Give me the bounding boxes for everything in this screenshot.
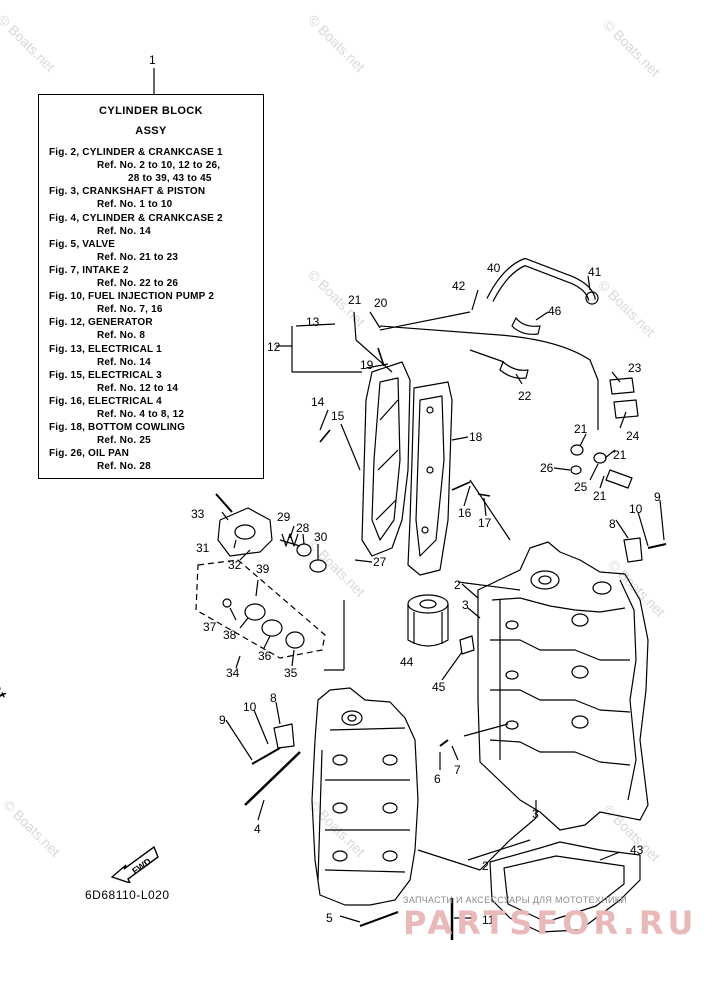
callout-15: 15 (331, 409, 345, 423)
callout-36: 36 (258, 649, 272, 663)
brand-tagline: ЗАПЧАСТИ И АКСЕССУАРЫ ДЛЯ МОТОТЕХНИКИ (403, 895, 628, 905)
callout-8: 8 (270, 691, 277, 705)
callout-10: 10 (243, 700, 257, 714)
callout-8: 8 (609, 517, 616, 531)
reference-line: Fig. 12, GENERATOR (49, 317, 153, 329)
callout-32: 32 (228, 558, 242, 572)
reference-line: Ref. No. 4 to 8, 12 (97, 409, 185, 420)
diagram-code: 6D68110-L020 (85, 888, 170, 902)
callout-39: 39 (256, 562, 270, 576)
callout-30: 30 (314, 530, 328, 544)
callout-35: 35 (284, 666, 298, 680)
callout-3: 3 (462, 598, 469, 612)
reference-line: Fig. 10, FUEL INJECTION PUMP 2 (49, 291, 215, 303)
reference-line: Ref. No. 14 (97, 356, 151, 368)
reference-line: Ref. No. 14 (97, 225, 151, 237)
reference-line: Fig. 26, OIL PAN (49, 448, 130, 460)
callout-29: 29 (277, 510, 291, 524)
callout-27: 27 (373, 555, 387, 569)
fwd-arrow: FWD (110, 843, 160, 888)
callout-40: 40 (487, 261, 501, 275)
reference-line: Fig. 5, VALVE (49, 238, 116, 250)
reference-line: Fig. 7, INTAKE 2 (49, 264, 129, 276)
callout-9: 9 (219, 713, 226, 727)
callout-24: 24 (626, 429, 640, 443)
callout-38: 38 (223, 628, 237, 642)
callout-34: 34 (226, 666, 240, 680)
reference-line: Fig. 3, CRANKSHAFT & PISTON (49, 186, 206, 198)
brand-logo: PARTSFOR.RU (403, 904, 698, 942)
callout-18: 18 (469, 430, 483, 444)
reference-line: Fig. 18, BOTTOM COWLING (49, 422, 186, 434)
callout-3: 3 (532, 807, 539, 821)
reference-line: Ref. No. 22 to 26 (97, 278, 179, 289)
reference-line: Fig. 2, CYLINDER & CRANKCASE 1 (49, 147, 223, 158)
callout-21: 21 (348, 293, 362, 307)
callout-11: 11 (482, 913, 495, 927)
callout-13: 13 (306, 315, 320, 329)
callout-1: 1 (149, 53, 156, 67)
callout-46: 46 (548, 304, 562, 318)
callout-41: 41 (588, 265, 602, 279)
reference-line: Fig. 15, ELECTRICAL 3 (49, 369, 162, 381)
callout-2: 2 (482, 859, 489, 873)
callout-5: 5 (326, 911, 333, 925)
reference-line: Ref. No. 25 (97, 435, 151, 447)
callout-23: 23 (628, 361, 642, 375)
reference-line: Fig. 13, ELECTRICAL 1 (49, 343, 162, 355)
reference-line: Ref. No. 2 to 10, 12 to 26, (97, 160, 221, 172)
reference-line: 28 to 39, 43 to 45 (128, 173, 212, 185)
reference-line: Ref. No. 8 (97, 330, 146, 342)
callout-6: 6 (434, 772, 441, 786)
callout-45: 45 (432, 680, 446, 694)
reference-line: Ref. No. 28 (97, 461, 151, 473)
callout-14: 14 (311, 395, 325, 409)
callout-42: 42 (452, 279, 466, 293)
reference-line: Fig. 16, ELECTRICAL 4 (49, 395, 162, 407)
callout-26: 26 (540, 461, 554, 475)
callout-21: 21 (574, 422, 588, 436)
reference-line: Ref. No. 21 to 23 (97, 251, 179, 263)
callout-21: 21 (613, 448, 627, 462)
callout-31: 31 (196, 541, 210, 555)
callout-21: 21 (593, 489, 607, 503)
callout-4: 4 (254, 822, 261, 836)
callout-19: 19 (360, 358, 374, 372)
reference-line: Fig. 4, CYLINDER & CRANKCASE 2 (49, 212, 223, 224)
callout-37: 37 (203, 620, 217, 634)
callout-28: 28 (296, 521, 310, 535)
callout-43: 43 (630, 843, 644, 857)
callout-9: 9 (654, 490, 661, 504)
callout-33: 33 (191, 507, 205, 521)
callout-12: 12 (267, 340, 281, 354)
callout-44: 44 (400, 655, 414, 669)
callout-7: 7 (454, 763, 461, 777)
reference-line: Ref. No. 7, 16 (97, 304, 163, 316)
callout-16: 16 (458, 506, 472, 520)
callout-10: 10 (629, 502, 643, 516)
reference-title-line1: CYLINDER BLOCK (99, 105, 203, 117)
reference-box: CYLINDER BLOCK ASSY Fig. 2, CYLINDER & C… (38, 94, 264, 479)
callout-17: 17 (478, 516, 492, 530)
reference-line: Ref. No. 12 to 14 (97, 382, 179, 394)
callout-2: 2 (454, 578, 461, 592)
callout-22: 22 (518, 389, 532, 403)
reference-title-line2: ASSY (135, 125, 167, 137)
callout-20: 20 (374, 296, 388, 310)
callout-25: 25 (574, 480, 588, 494)
reference-line: Ref. No. 1 to 10 (97, 199, 173, 211)
